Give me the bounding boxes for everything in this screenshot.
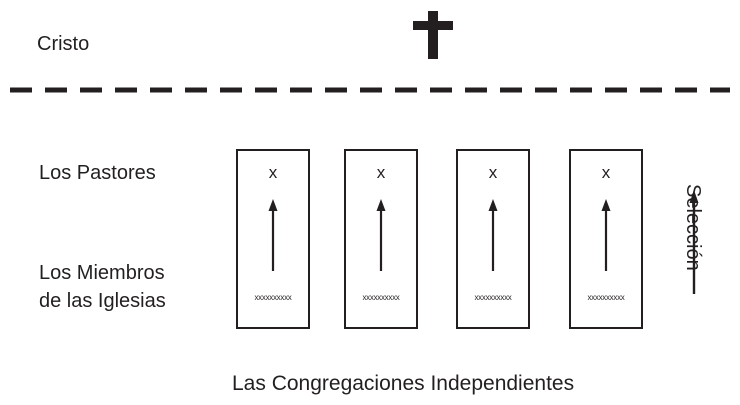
members-mark: xxxxxxxxxx (587, 293, 625, 302)
congregation-box: x xxxxxxxxxx (569, 149, 643, 329)
up-arrow-icon (601, 199, 611, 271)
members-mark: xxxxxxxxxx (254, 293, 292, 302)
pastor-mark: x (488, 163, 498, 182)
selection-arrow-icon (689, 190, 699, 294)
cross-icon (413, 11, 453, 59)
cristo-label: Cristo (37, 33, 90, 55)
up-arrow-icon (376, 199, 386, 271)
congregation-box: x xxxxxxxxxx (236, 149, 310, 329)
seleccion-label: Selección (682, 184, 704, 271)
dashed-divider (10, 87, 730, 93)
up-arrow-icon (488, 199, 498, 271)
pastores-label: Los Pastores (39, 162, 156, 184)
members-mark: xxxxxxxxxx (474, 293, 512, 302)
congregaciones-label: Las Congregaciones Independientes (232, 372, 575, 395)
pastor-mark: x (376, 163, 386, 182)
congregation-box: x xxxxxxxxxx (456, 149, 530, 329)
pastor-mark: x (601, 163, 611, 182)
pastor-mark: x (268, 163, 278, 182)
miembros-label-line2: de las Iglesias (39, 290, 166, 312)
miembros-label-line1: Los Miembros (39, 262, 165, 284)
congregation-box: x xxxxxxxxxx (344, 149, 418, 329)
miembros-label: Los Miembros de las Iglesias (39, 259, 166, 315)
up-arrow-icon (268, 199, 278, 271)
members-mark: xxxxxxxxxx (362, 293, 400, 302)
